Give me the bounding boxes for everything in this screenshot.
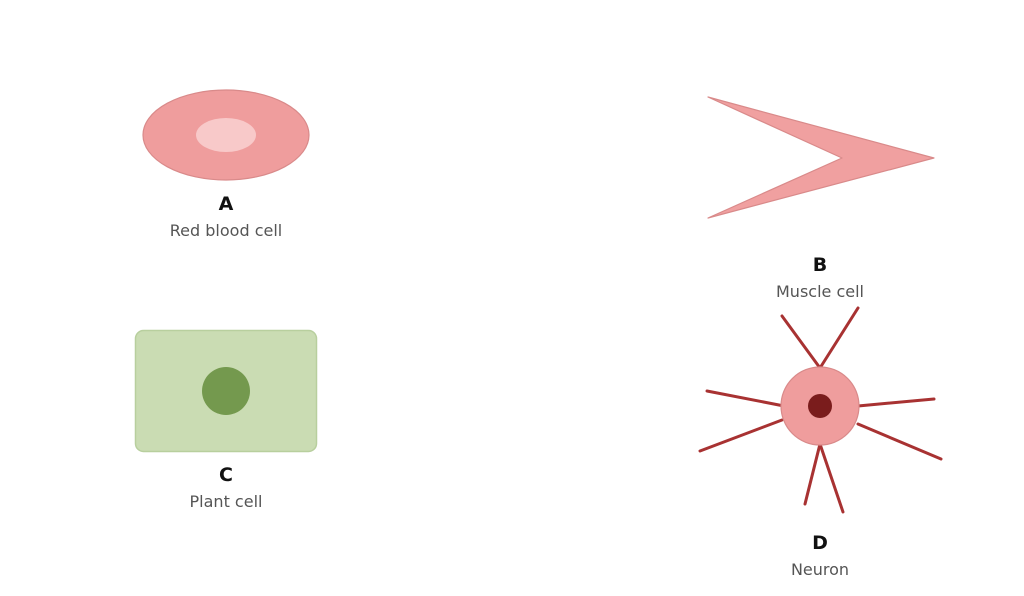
neuron-dendrite [698,418,784,453]
cell-b-letter: B [812,254,828,276]
plant-cell-nucleus [202,367,250,415]
neuron-dendrite [818,306,860,370]
cell-d-name: Neuron [790,560,850,579]
neuron-figure [698,306,943,514]
cell-a-letter: A [218,193,234,215]
muscle-cell-body [707,96,935,219]
neuron-dendrite [705,389,786,408]
cell-b-name: Muscle cell [776,282,864,301]
neuron-nucleus [808,394,832,418]
cell-c-name: Plant cell [189,492,263,511]
cell-d-letter: D [812,532,828,554]
cell-a-name: Red blood cell [169,221,283,240]
red-blood-cell-figure [142,89,310,181]
red-blood-cell-center [196,118,256,152]
muscle-cell-figure [707,96,935,219]
neuron-dendrites [698,306,943,514]
neuron-dendrite [780,314,822,370]
neuron-dendrite [818,442,845,514]
plant-cell-figure [134,329,318,453]
neuron-dendrite [856,422,943,461]
cell-c-letter: C [219,464,233,486]
neuron-dendrite [856,397,936,408]
neuron-dendrite [803,442,822,506]
